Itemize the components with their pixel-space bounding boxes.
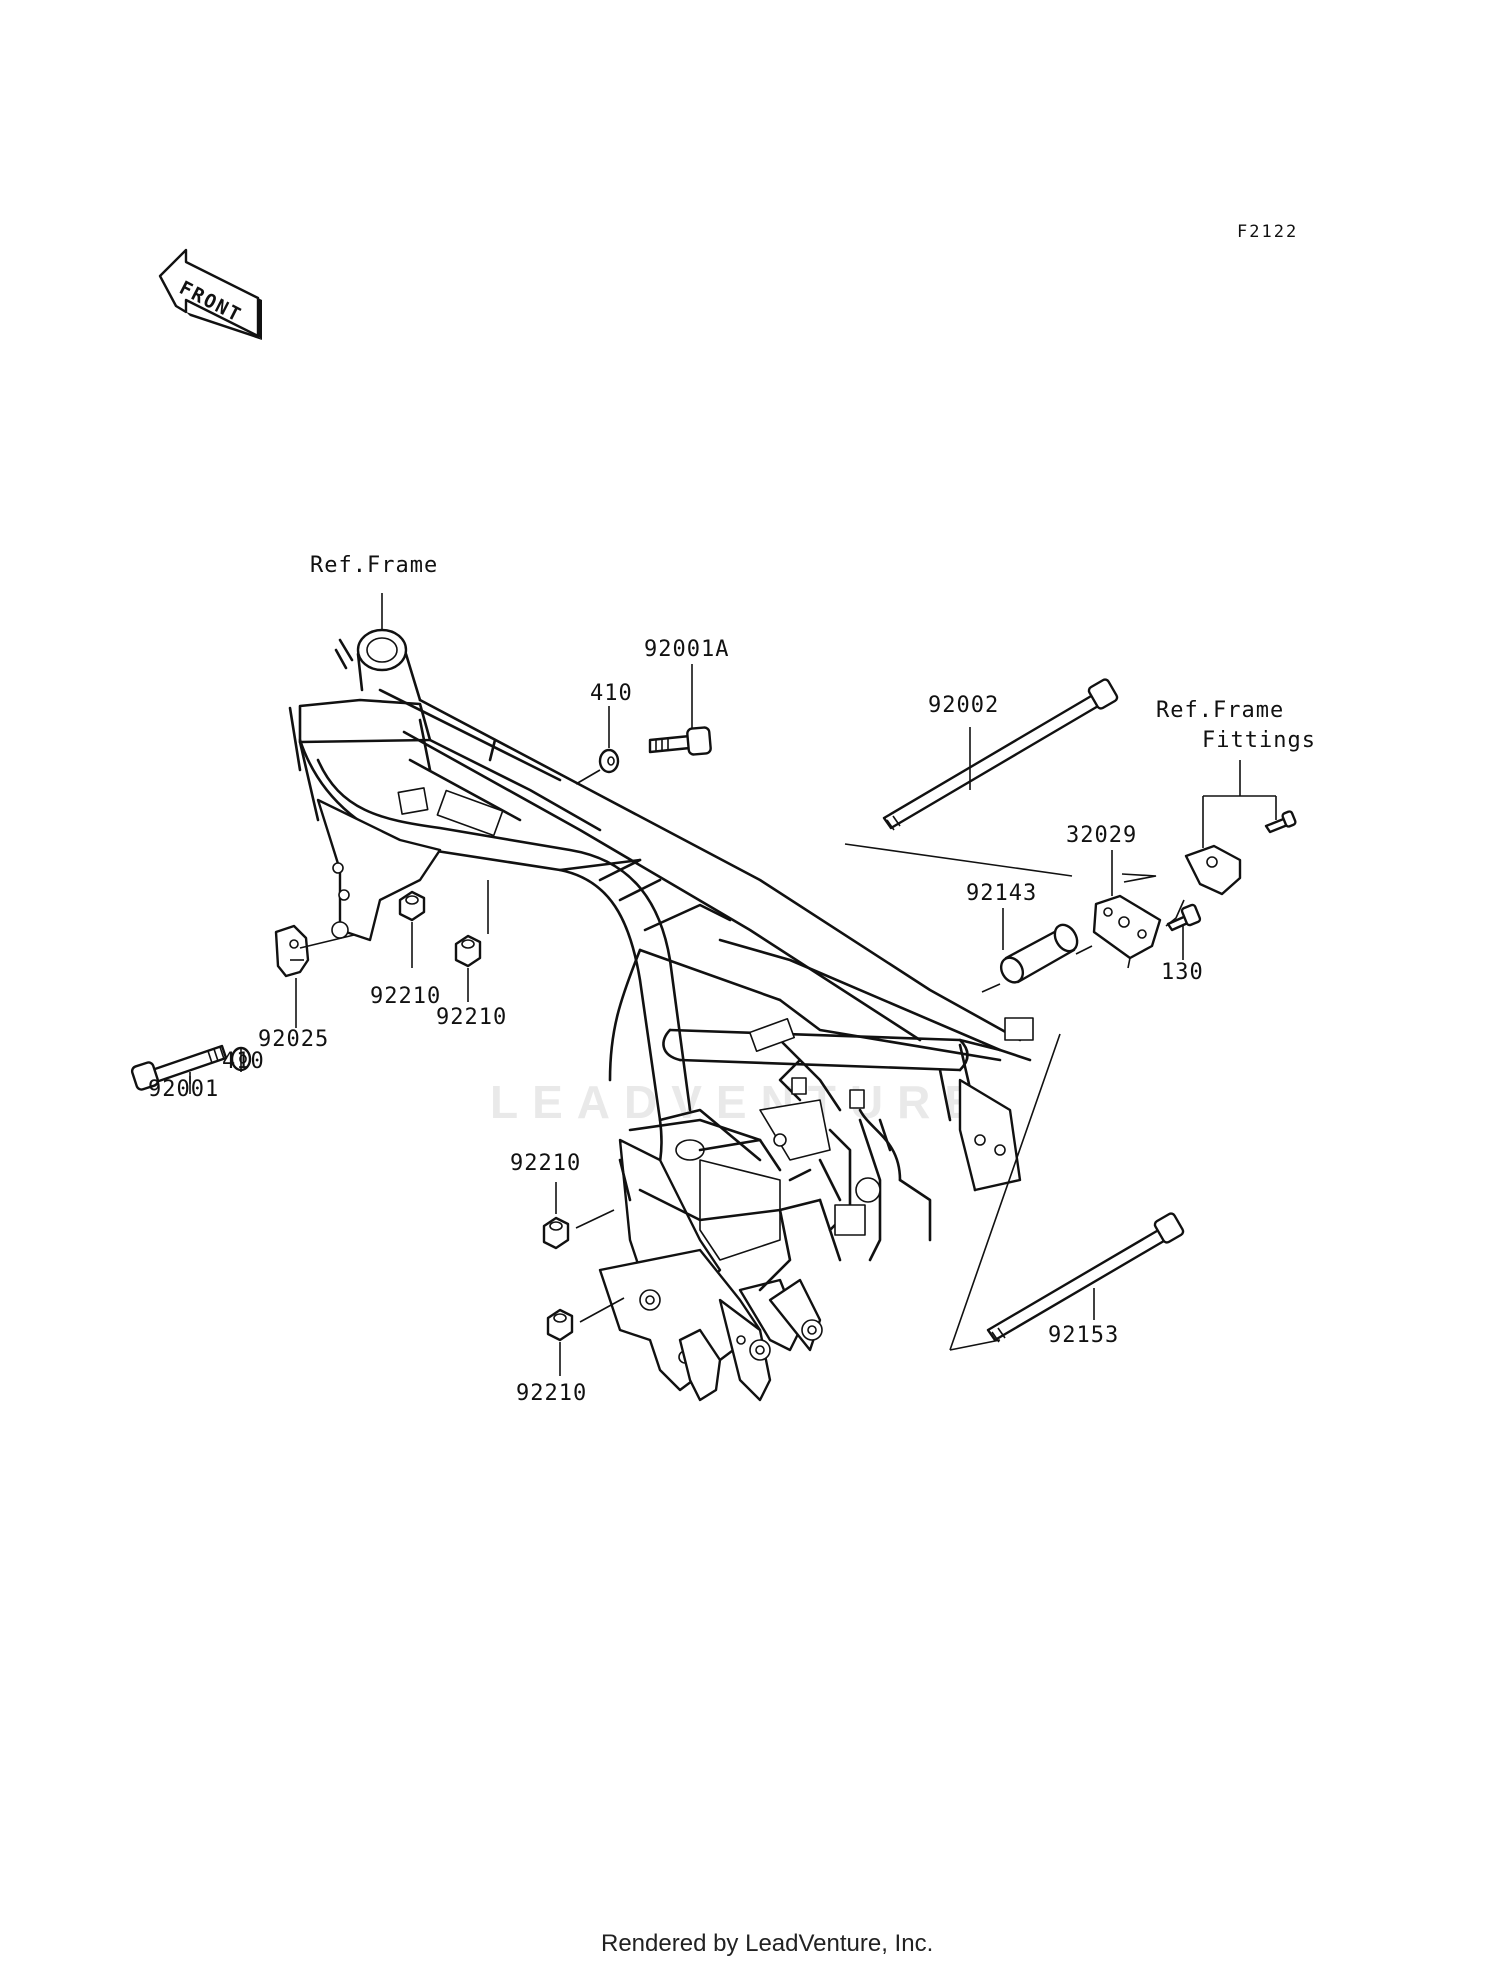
label-92001: 92001 xyxy=(148,1077,219,1102)
nut-92210-b-icon xyxy=(454,934,482,968)
label-92002: 92002 xyxy=(928,693,999,718)
label-92210-d: 92210 xyxy=(516,1381,587,1406)
label-92025: 92025 xyxy=(258,1027,329,1052)
bolt-92153-icon xyxy=(986,1212,1185,1343)
watermark: LEADVENTURE xyxy=(490,1076,989,1128)
label-130: 130 xyxy=(1161,960,1204,985)
bolt-92001A-icon xyxy=(648,726,712,756)
collar-92143-icon xyxy=(999,923,1079,984)
frame-drawing xyxy=(288,628,1034,1402)
bracket-32029-icon xyxy=(1092,894,1162,969)
washer-410-top-icon xyxy=(598,748,620,774)
label-92210-b: 92210 xyxy=(436,1005,507,1030)
label-32029: 32029 xyxy=(1066,823,1137,848)
nut-92210-a-icon xyxy=(398,890,426,922)
nut-92210-c-icon xyxy=(542,1216,570,1250)
label-ref-frame-fittings-2: Fittings xyxy=(1202,728,1316,753)
footer-credit: Rendered by LeadVenture, Inc. xyxy=(601,1930,933,1957)
bolt-130-icon xyxy=(1166,903,1202,932)
label-92210-a: 92210 xyxy=(370,984,441,1009)
label-ref-frame: Ref.Frame xyxy=(310,553,438,578)
label-410-top: 410 xyxy=(590,681,633,706)
label-92143: 92143 xyxy=(966,881,1037,906)
figure-code: F2122 xyxy=(1237,222,1298,242)
bolt-92002-icon xyxy=(882,678,1119,831)
label-410-left: 410 xyxy=(222,1049,265,1074)
nut-92210-d-icon xyxy=(546,1308,574,1342)
leader-lines xyxy=(189,593,1277,1376)
label-92001A: 92001A xyxy=(644,637,729,662)
label-92153: 92153 xyxy=(1048,1323,1119,1348)
label-92210-c: 92210 xyxy=(510,1151,581,1176)
frame-fittings-icon xyxy=(1184,810,1297,896)
label-ref-frame-fittings-1: Ref.Frame xyxy=(1156,698,1284,723)
bolt-92001-icon xyxy=(130,1044,228,1091)
front-arrow-icon: FRONT xyxy=(158,248,262,340)
plate-92025-icon xyxy=(274,924,310,978)
